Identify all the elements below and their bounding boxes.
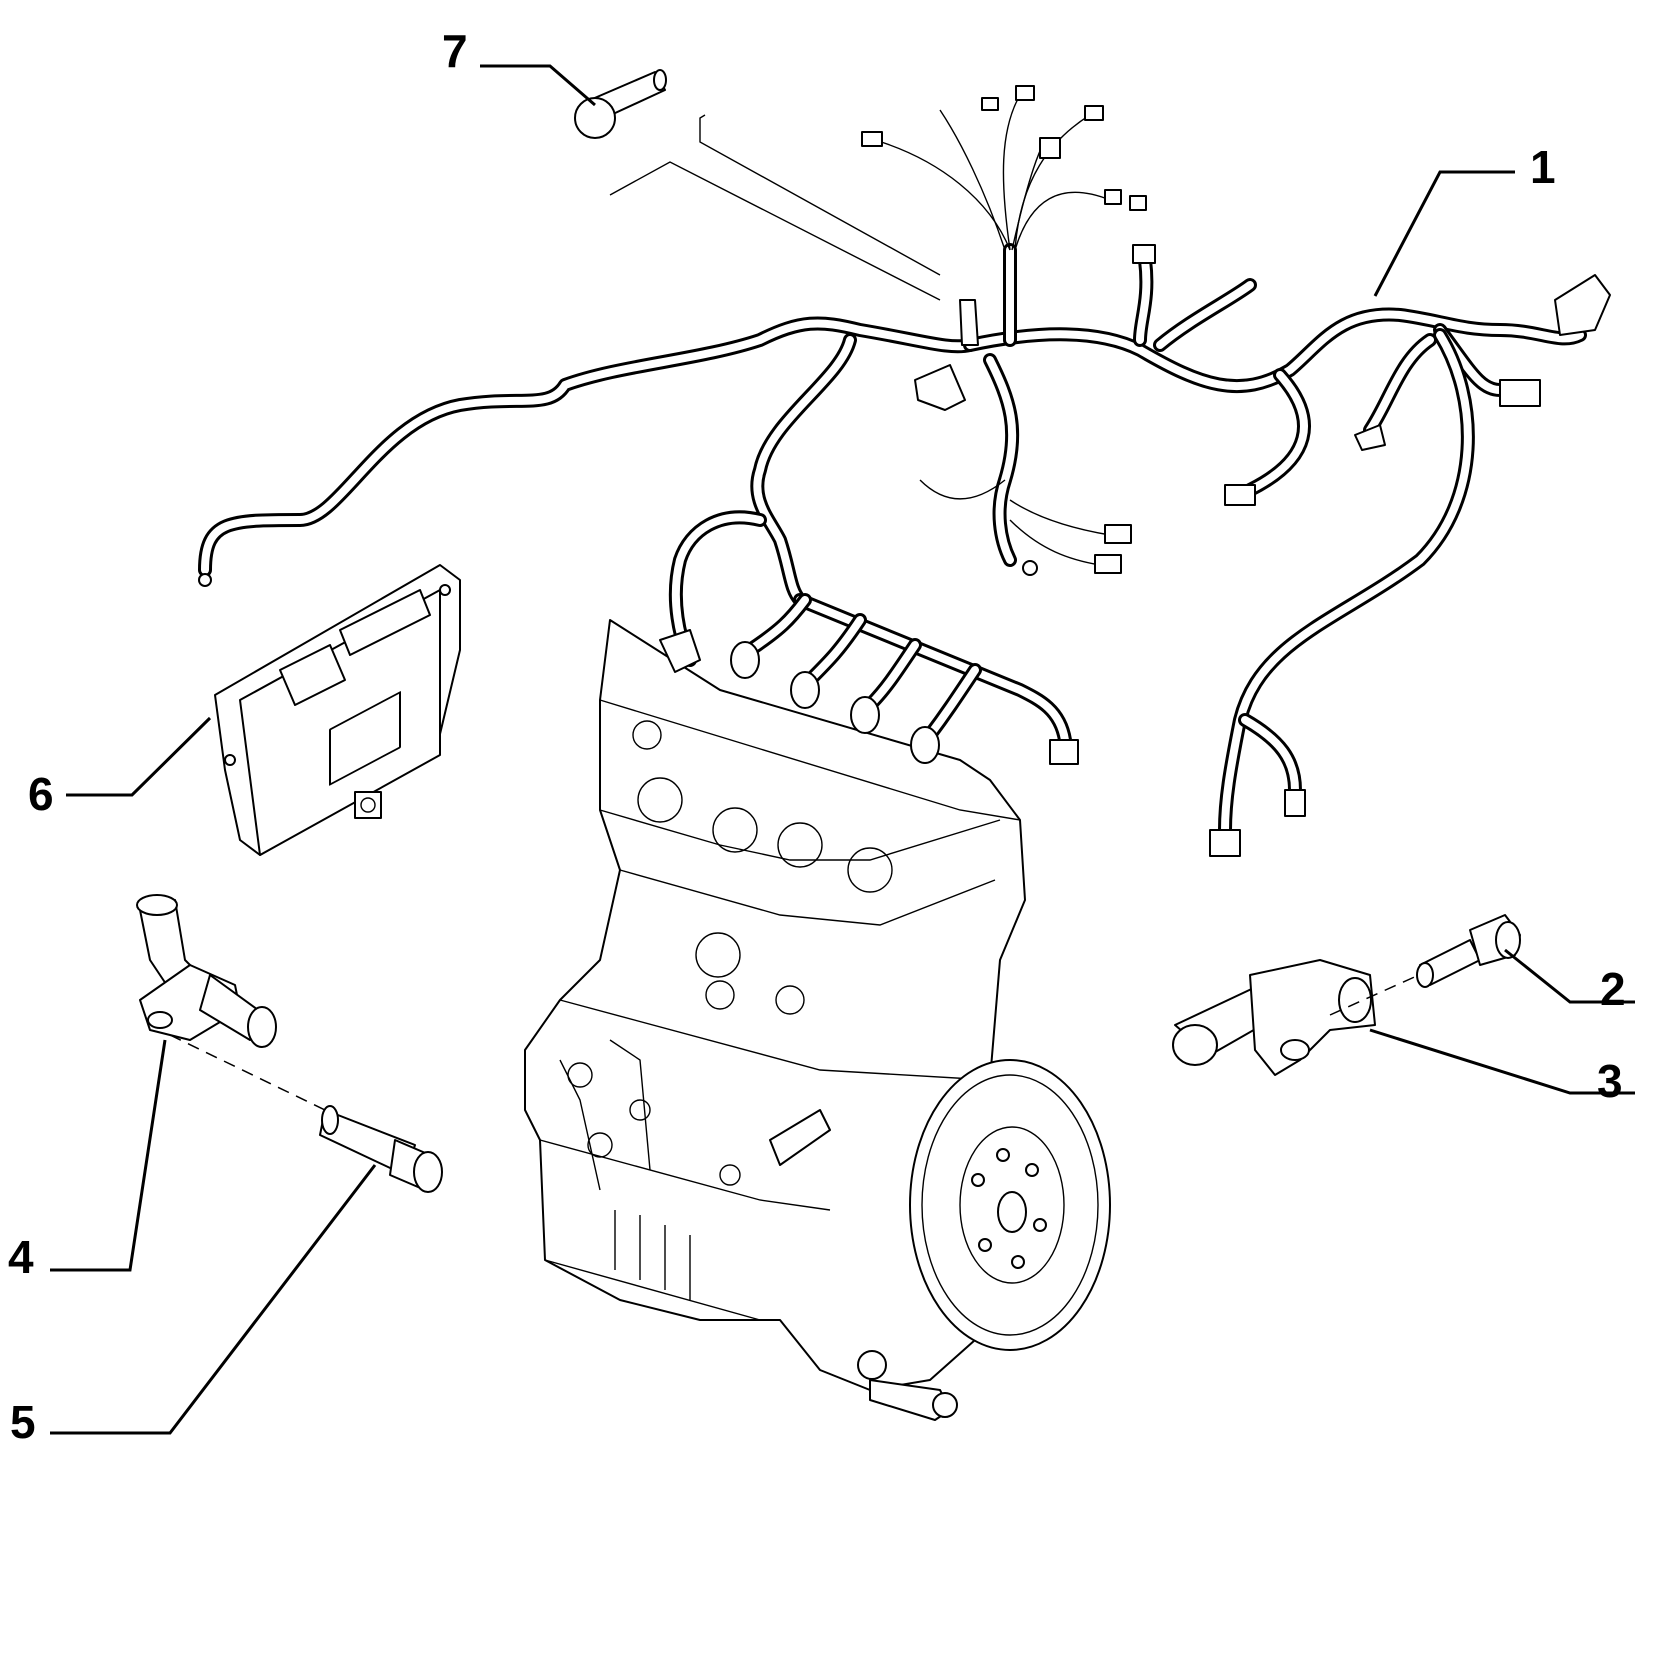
bracket-bolt [574, 69, 667, 139]
engine-block [524, 619, 1111, 1421]
callout-4: 4 [8, 1231, 34, 1283]
callout-5: 5 [10, 1396, 36, 1448]
rpm-sensor [1172, 959, 1376, 1076]
callout-leaders [50, 64, 1635, 1435]
callout-2: 2 [1600, 963, 1626, 1015]
engine-control-unit [214, 564, 461, 856]
callout-1: 1 [1530, 141, 1556, 193]
callout-3: 3 [1597, 1055, 1623, 1107]
timing-sensor [136, 894, 277, 1048]
wiring-harness [198, 85, 1611, 857]
flywheel [909, 1059, 1111, 1351]
callout-7: 7 [442, 25, 468, 77]
callout-6: 6 [28, 768, 54, 820]
sensor-bolt-5 [319, 1105, 443, 1193]
sensor-bolt-2 [1416, 914, 1521, 988]
callout-numbers: 7 1 6 2 3 4 5 [8, 25, 1626, 1448]
